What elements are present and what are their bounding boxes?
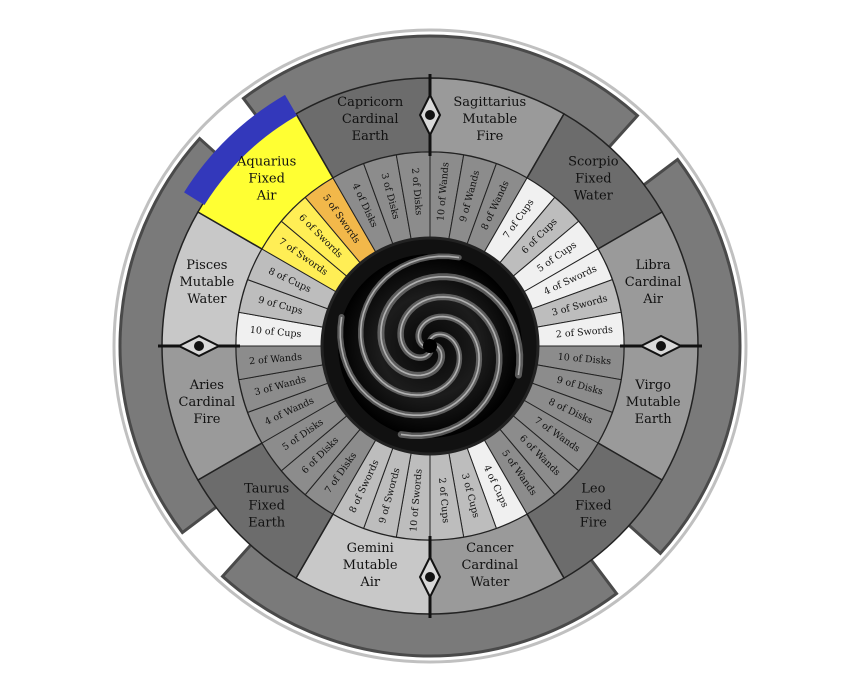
sign-label-line: Water <box>187 292 227 307</box>
card-label: 2 of Wands <box>249 352 303 368</box>
sign-label-line: Cardinal <box>342 112 399 127</box>
card-decan: 3 of Swords <box>530 279 622 328</box>
sign-label-line: Aries <box>189 378 224 393</box>
vortex-arm-highlight <box>380 276 521 377</box>
sign-label-line: Virgo <box>634 378 671 393</box>
card-decan: 2 of Cups <box>429 451 465 541</box>
card-decan: 3 of Disks <box>363 154 412 246</box>
card-decan: 9 of Swords <box>363 446 412 538</box>
sign-label-line: Mutable <box>462 112 517 127</box>
sign-label-line: Fixed <box>248 498 285 513</box>
sign-label-line: Earth <box>352 129 390 144</box>
sign-label-line: Air <box>359 575 381 590</box>
vortex-eye <box>423 339 437 353</box>
marker-eye-icon <box>425 110 435 120</box>
sign-label-line: Sagittarius <box>453 95 526 110</box>
sign-label-line: Scorpio <box>568 155 619 170</box>
sign-label-line: Fire <box>580 515 607 530</box>
sign-label-line: Mutable <box>343 558 398 573</box>
card-decan: 10 of Swords <box>395 451 431 541</box>
eye-marker-bottom <box>418 536 442 618</box>
sign-label-line: Fire <box>193 412 220 427</box>
sign-label-line: Aquarius <box>236 155 296 170</box>
eye-marker-left <box>158 334 240 358</box>
sign-label-line: Libra <box>636 258 671 273</box>
marker-eye-icon <box>656 341 666 351</box>
card-label: 10 of Wands <box>435 162 451 222</box>
card-decan: 10 of Disks <box>535 345 625 381</box>
sign-label-line: Air <box>256 189 278 204</box>
sign-label-line: Cardinal <box>625 275 682 290</box>
sign-label-line: Fire <box>476 129 503 144</box>
card-label: 2 of Disks <box>409 167 424 215</box>
marker-eye-icon <box>425 572 435 582</box>
outer-frame <box>112 28 748 664</box>
frame-shadow-ring <box>112 28 748 664</box>
sign-label-line: Fixed <box>575 498 612 513</box>
card-decan: 7 of Swords <box>261 220 348 293</box>
sign-label-line: Pisces <box>186 258 227 273</box>
center-vortex <box>320 236 540 456</box>
card-decan: 3 of Wands <box>238 364 330 413</box>
sign-label-line: Gemini <box>347 541 394 556</box>
sign-label-line: Cardinal <box>461 558 518 573</box>
eye-marker-right <box>620 334 702 358</box>
card-label: 2 of Cups <box>436 477 451 524</box>
sign-label-line: Fixed <box>575 172 612 187</box>
sign-label-line: Mutable <box>626 395 681 410</box>
sign-label-line: Taurus <box>244 481 289 496</box>
sign-label-line: Air <box>642 292 664 307</box>
card-decan: 3 of Cups <box>448 446 497 538</box>
sign-label-line: Water <box>470 575 510 590</box>
cardinal-markers <box>158 74 702 618</box>
card-label: 10 of Swords <box>408 468 424 532</box>
vortex-arm-highlight <box>339 315 480 416</box>
sign-label-line: Earth <box>248 515 286 530</box>
sign-label-line: Leo <box>581 481 605 496</box>
vortex-arm-highlight <box>360 255 461 396</box>
sign-label-line: Cancer <box>466 541 514 556</box>
marker-eye-icon <box>194 341 204 351</box>
sign-label-line: Capricorn <box>337 95 404 110</box>
vortex-arm-highlight <box>399 296 500 437</box>
sign-label-line: Mutable <box>179 275 234 290</box>
card-decan: 2 of Disks <box>395 151 431 241</box>
card-label: 2 of Swords <box>555 325 613 341</box>
card-label: 10 of Disks <box>557 352 611 368</box>
sign-label-line: Water <box>574 189 614 204</box>
sign-label-line: Earth <box>635 412 673 427</box>
eye-marker-top <box>418 74 442 156</box>
sign-label-line: Cardinal <box>179 395 236 410</box>
card-label: 10 of Cups <box>249 325 302 340</box>
sign-label-line: Fixed <box>248 172 285 187</box>
highlight-band <box>184 94 297 206</box>
